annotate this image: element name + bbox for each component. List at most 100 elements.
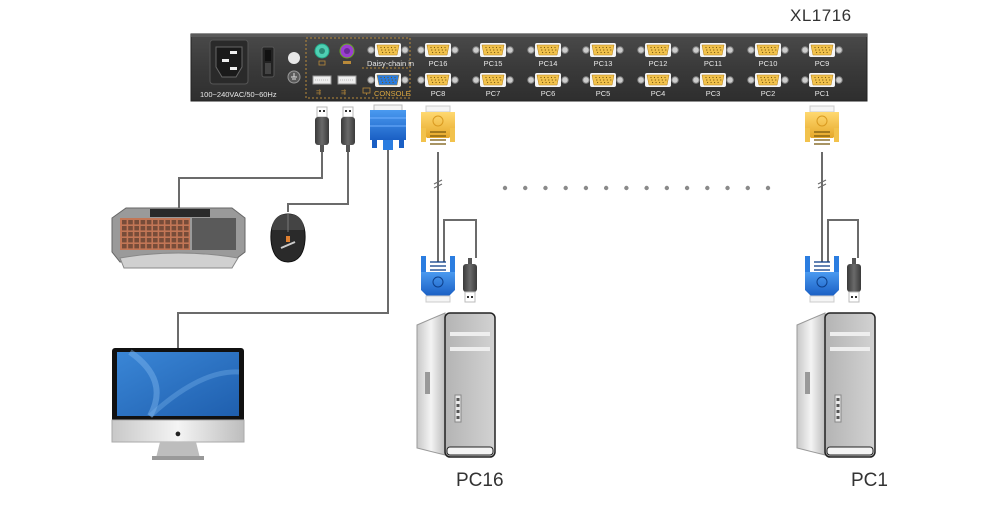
drive-bay <box>450 347 490 351</box>
pin <box>551 49 553 51</box>
screw-icon <box>417 76 425 84</box>
pin <box>829 79 831 81</box>
pin <box>828 76 830 79</box>
screw-icon <box>616 76 624 84</box>
pin <box>395 49 397 51</box>
pin <box>432 51 434 54</box>
pin <box>441 79 443 81</box>
pin <box>541 49 543 51</box>
pin <box>821 46 823 49</box>
pin <box>714 81 716 84</box>
pin <box>659 81 661 84</box>
pin <box>545 81 547 84</box>
screw-icon <box>726 46 734 54</box>
pin <box>707 81 709 84</box>
port-pc16 <box>417 43 459 57</box>
pc1-connector-set <box>805 105 861 303</box>
pin <box>380 46 382 49</box>
keyboard-cable <box>178 152 323 212</box>
screw-icon <box>527 76 535 84</box>
pin <box>662 81 664 84</box>
pin <box>552 81 554 84</box>
pin <box>496 79 498 81</box>
port-pc9 <box>801 43 843 57</box>
power-switch[interactable] <box>261 46 275 78</box>
key <box>122 220 127 225</box>
usb-plug <box>847 258 861 303</box>
pin <box>433 46 436 49</box>
reset-button[interactable] <box>288 52 300 64</box>
pin <box>651 49 653 51</box>
pin <box>664 46 666 49</box>
pin <box>762 51 764 54</box>
pin <box>606 49 608 51</box>
key <box>184 220 189 225</box>
pin <box>431 49 433 51</box>
pin <box>554 46 556 49</box>
port-pc3 <box>692 73 734 87</box>
front-port <box>456 410 460 413</box>
usb-port-1: ⇶ <box>312 75 332 96</box>
screw-icon <box>616 46 624 54</box>
pin <box>774 46 776 49</box>
pin <box>541 79 543 81</box>
screw-icon <box>781 46 789 54</box>
pin <box>664 76 666 79</box>
screw-icon <box>692 46 700 54</box>
pin <box>390 76 393 79</box>
pin <box>654 49 656 51</box>
pin <box>439 51 441 54</box>
pin <box>717 81 719 84</box>
port-label: PC3 <box>706 89 721 98</box>
pin <box>543 46 546 49</box>
pin <box>551 79 553 81</box>
pin <box>489 49 491 51</box>
key <box>171 226 177 231</box>
pin <box>817 46 820 49</box>
pin <box>387 76 389 79</box>
pin <box>815 49 817 51</box>
screw-icon <box>367 76 375 84</box>
pin <box>444 46 446 49</box>
pin <box>824 46 827 49</box>
pin <box>604 81 606 84</box>
pin <box>658 79 660 81</box>
port-label: PC5 <box>596 89 611 98</box>
port-pc5 <box>582 73 624 87</box>
pin <box>394 76 396 79</box>
pin <box>610 79 612 81</box>
pin <box>492 76 494 79</box>
pin <box>824 76 827 79</box>
port-label: PC16 <box>429 59 448 68</box>
key <box>128 220 133 225</box>
pin <box>609 76 611 79</box>
key <box>165 220 170 225</box>
ground-terminal-icon <box>287 70 301 84</box>
pin <box>552 51 554 54</box>
pin <box>772 51 774 54</box>
key <box>146 226 152 231</box>
pin <box>495 46 498 49</box>
ellipsis-dot <box>705 185 710 191</box>
usb-symbol-icon: ⇶ <box>316 89 321 96</box>
pin <box>767 46 769 49</box>
vga-plug-blue <box>421 256 455 303</box>
pin <box>815 79 817 81</box>
pin <box>494 81 496 84</box>
pin <box>658 49 660 51</box>
pin <box>604 51 606 54</box>
pin <box>708 46 711 49</box>
pin <box>595 46 597 49</box>
computer-tower-pc16 <box>416 312 496 458</box>
pin <box>764 49 766 51</box>
pin <box>381 79 383 81</box>
screw-icon <box>692 76 700 84</box>
screw-icon <box>561 76 569 84</box>
pin <box>599 49 601 51</box>
ps2-mouse-port <box>339 43 355 64</box>
monitor-icon: ● <box>111 348 245 460</box>
pin <box>665 79 667 81</box>
screw-icon <box>472 46 480 54</box>
pc1-label: PC1 <box>851 470 888 491</box>
